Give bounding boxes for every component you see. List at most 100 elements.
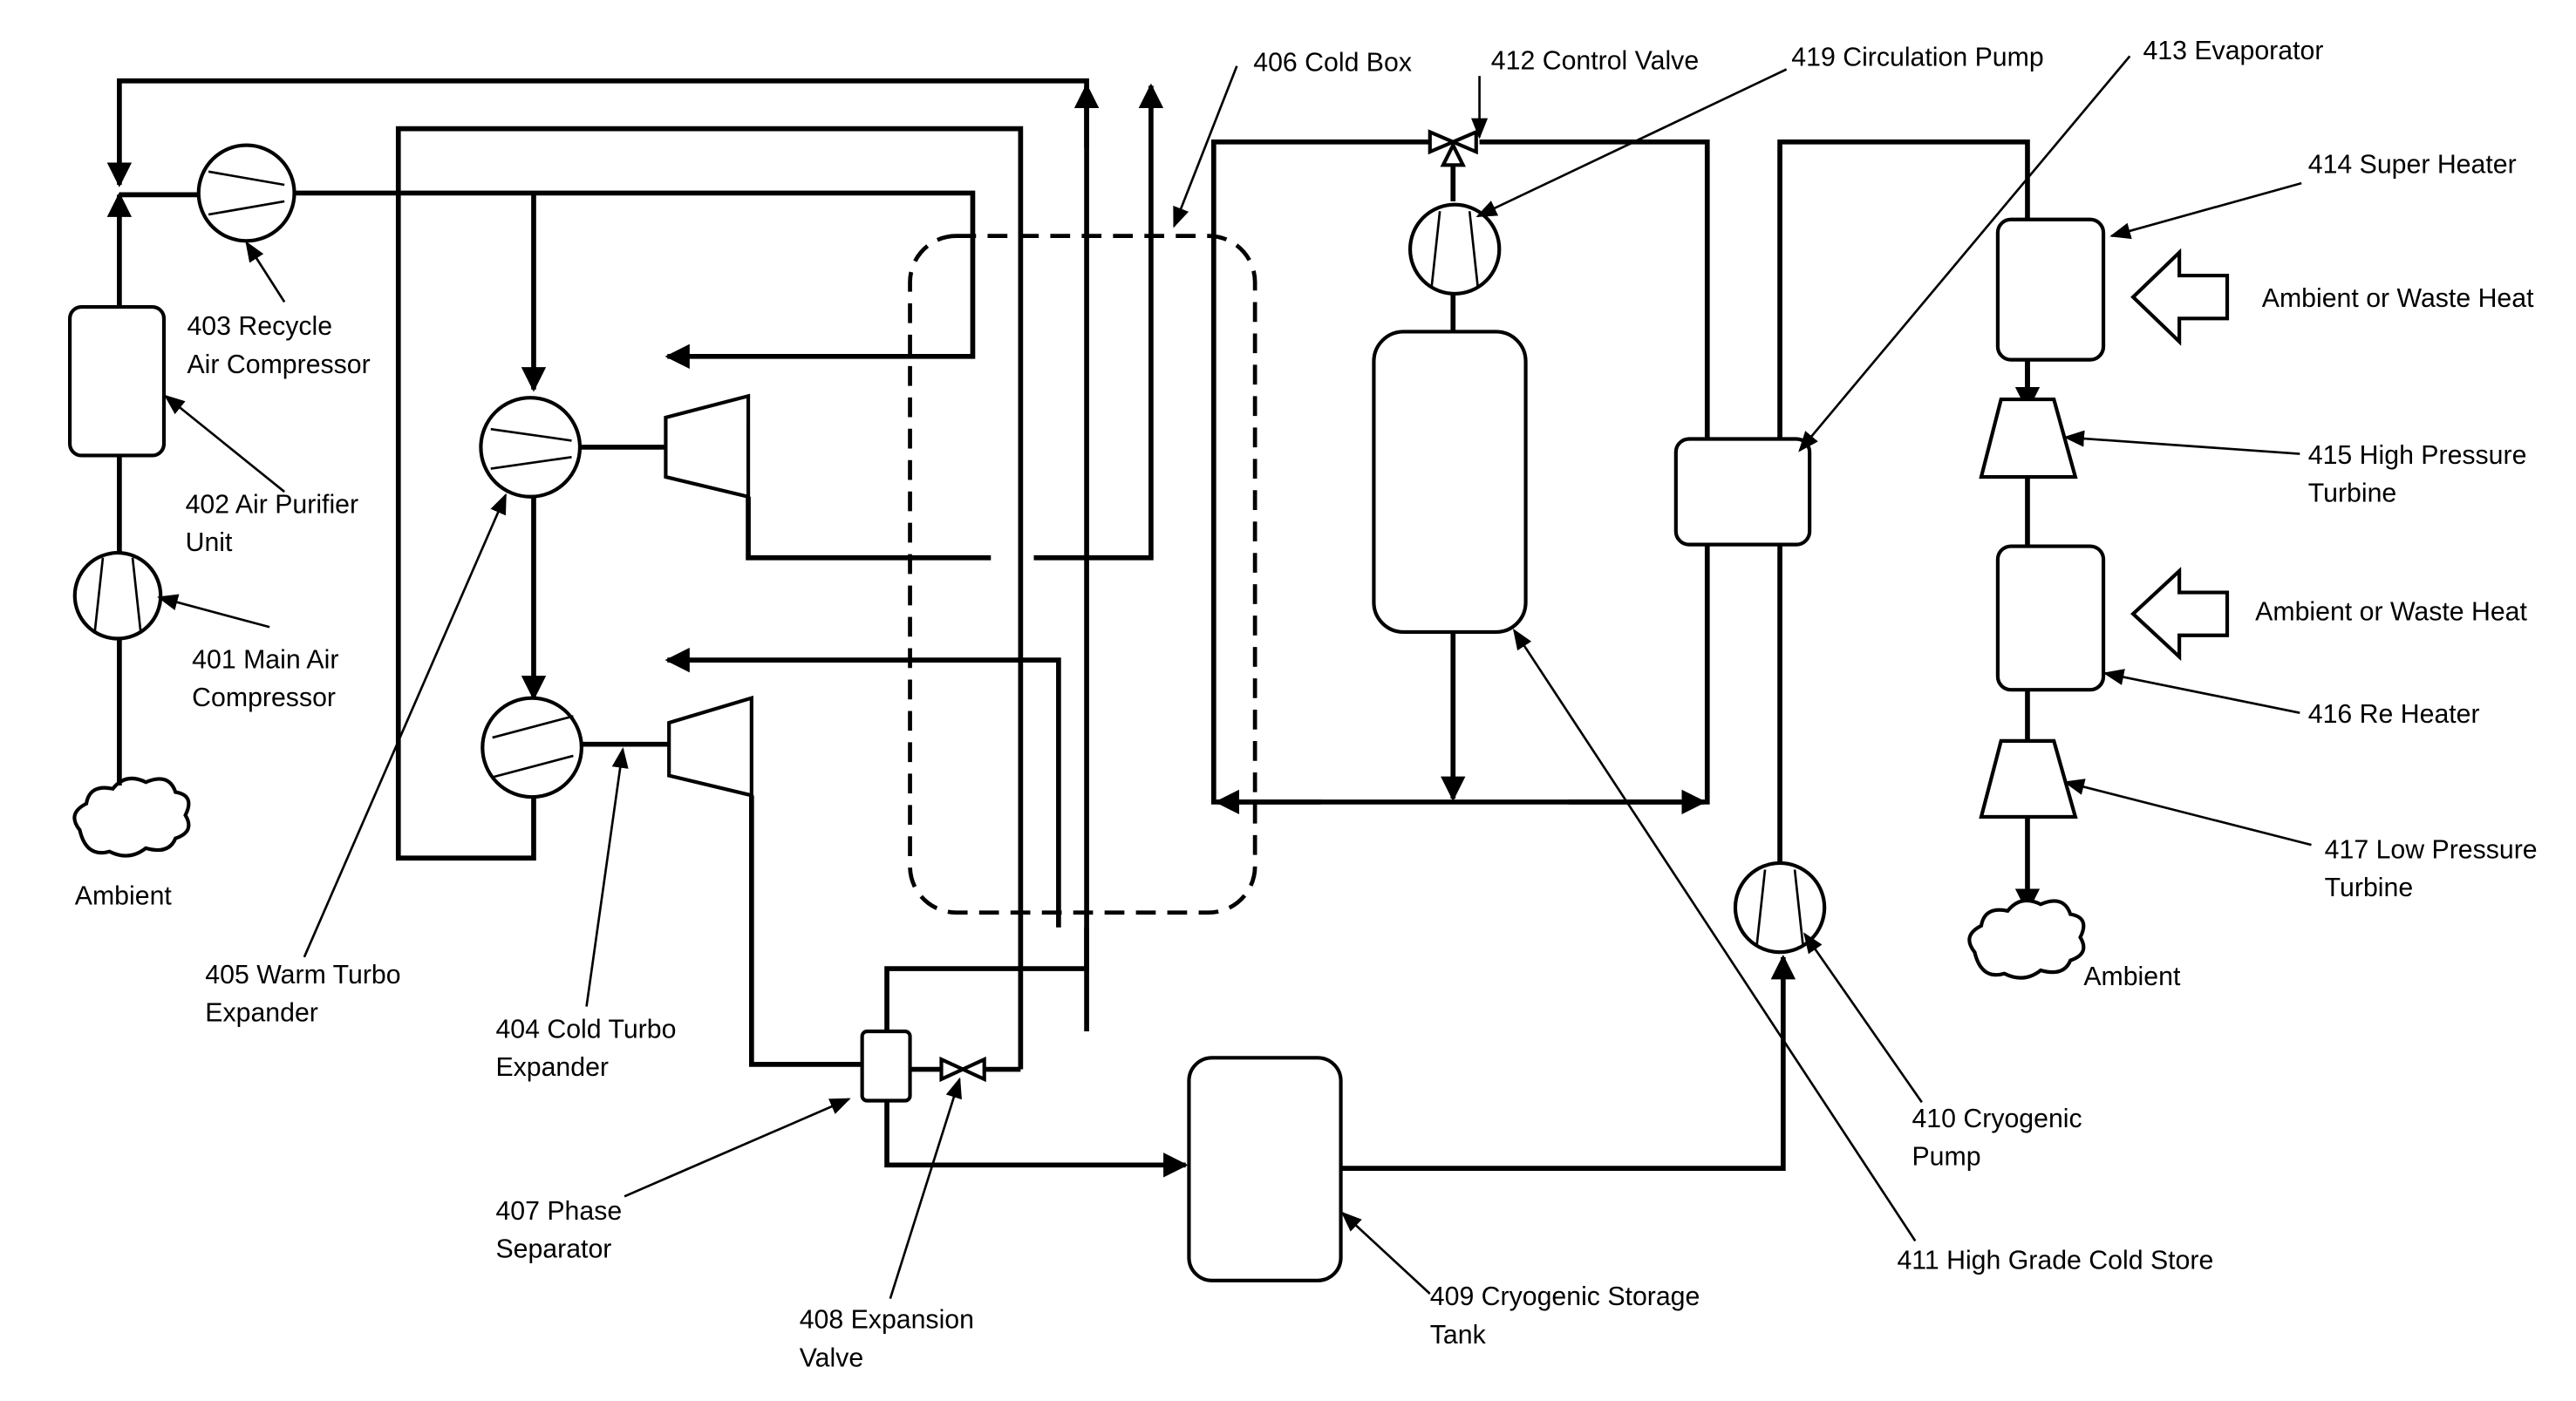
recycle-air-compressor-403	[199, 146, 295, 241]
cold-box-406	[910, 236, 1256, 913]
pipe-cold-expander-inlet	[667, 660, 1059, 928]
label-410: 410 CryogenicPump	[1912, 1105, 2082, 1172]
pipe-separator-vapour-return	[887, 928, 1087, 1031]
label-line: 417 Low Pressure	[2325, 835, 2538, 864]
label-409: 409 Cryogenic StorageTank	[1430, 1282, 1700, 1350]
label-line: Turbine	[2325, 874, 2414, 902]
low-pressure-turbine-417	[1981, 741, 2075, 817]
evaporator-413	[1676, 439, 1809, 544]
label-407: 407 PhaseSeparator	[495, 1197, 622, 1264]
label-line: 411 High Grade Cold Store	[1897, 1247, 2213, 1275]
label-419: 419 Circulation Pump	[1791, 44, 2043, 72]
leader-417	[2066, 782, 2312, 845]
label-line: Valve	[800, 1343, 863, 1372]
circulation-pump-419	[1410, 205, 1499, 294]
label-line: 414 Super Heater	[2308, 151, 2517, 180]
ambient-outlet-cloud	[1969, 901, 2083, 978]
label-line: Pump	[1912, 1142, 1980, 1171]
pipe-pump-to-evaporator	[1780, 142, 2027, 863]
label-411: 411 High Grade Cold Store	[1897, 1247, 2213, 1275]
leader-411	[1514, 630, 1915, 1241]
label-heat-superheater: Ambient or Waste Heat	[2262, 284, 2534, 313]
label-405: 405 Warm TurboExpander	[205, 961, 400, 1028]
leader-409	[1342, 1213, 1429, 1294]
leader-414	[2112, 183, 2302, 236]
leader-410	[1804, 934, 1921, 1102]
label-403: 403 RecycleAir Compressor	[187, 312, 370, 379]
label-line: Tank	[1430, 1321, 1487, 1350]
leader-415	[2066, 438, 2300, 454]
label-line: Ambient	[2083, 962, 2181, 991]
label-line: 405 Warm Turbo	[205, 961, 400, 990]
label-line: 413 Evaporator	[2143, 37, 2323, 65]
leader-403	[247, 242, 285, 302]
warm-booster-compressor-405	[480, 398, 580, 497]
label-line: Expander	[495, 1053, 609, 1082]
label-line: 419 Circulation Pump	[1791, 44, 2043, 72]
label-413: 413 Evaporator	[2143, 37, 2323, 65]
label-heat-reheater: Ambient or Waste Heat	[2255, 598, 2527, 627]
leader-405	[304, 495, 506, 957]
label-416: 416 Re Heater	[2308, 700, 2480, 729]
label-415: 415 High PressureTurbine	[2308, 441, 2527, 508]
label-line: Separator	[495, 1234, 611, 1263]
label-line: Ambient	[75, 881, 173, 910]
label-412: 412 Control Valve	[1491, 46, 1699, 75]
label-line: 408 Expansion	[800, 1306, 974, 1335]
cryogenic-pump-410	[1735, 863, 1824, 952]
label-ambient-inlet: Ambient	[75, 881, 173, 910]
control-valve-412	[1430, 132, 1476, 165]
leader-406	[1174, 66, 1237, 227]
air-purifier-unit-402	[70, 307, 164, 455]
high-grade-cold-store-411	[1373, 331, 1525, 631]
leader-408	[890, 1079, 959, 1299]
label-line: Expander	[205, 999, 318, 1028]
pipe-tank-to-cryogenic-pump	[1341, 957, 1783, 1168]
leader-416	[2105, 673, 2300, 712]
main-air-compressor-401	[75, 553, 160, 638]
label-406: 406 Cold Box	[1253, 48, 1412, 77]
label-line: 415 High Pressure	[2308, 441, 2527, 470]
expansion-valve-408	[942, 1059, 985, 1079]
leader-402	[166, 396, 284, 492]
label-line: 410 Cryogenic	[1912, 1105, 2082, 1133]
cold-booster-compressor-404	[482, 698, 582, 798]
leader-401	[159, 597, 269, 627]
pipe-left-recycle-loop	[399, 129, 1021, 1070]
cryogenic-storage-tank-409	[1189, 1058, 1340, 1281]
label-line: 412 Control Valve	[1491, 46, 1699, 75]
pipe-cold-expander-outlet	[752, 795, 861, 1064]
label-line: Ambient or Waste Heat	[2255, 598, 2527, 627]
label-402: 402 Air PurifierUnit	[186, 491, 359, 558]
label-408: 408 ExpansionValve	[800, 1306, 974, 1373]
label-line: Air Compressor	[187, 350, 370, 379]
heat-input-arrow-reheater	[2133, 571, 2227, 656]
label-line: Compressor	[192, 683, 336, 712]
label-line: 407 Phase	[495, 1197, 622, 1226]
label-line: 403 Recycle	[187, 312, 332, 341]
cold-turbo-expander-404	[669, 698, 752, 796]
label-line: 416 Re Heater	[2308, 700, 2480, 729]
label-line: 409 Cryogenic Storage	[1430, 1282, 1700, 1311]
label-line: Turbine	[2308, 479, 2396, 507]
ambient-inlet-cloud	[74, 779, 188, 856]
label-417: 417 Low PressureTurbine	[2325, 835, 2538, 902]
leader-407	[624, 1099, 848, 1197]
label-line: Ambient or Waste Heat	[2262, 284, 2534, 313]
pipe-separator-liquid-to-tank	[887, 1101, 1186, 1166]
label-line: Unit	[186, 528, 233, 557]
super-heater-414	[1998, 220, 2103, 360]
label-414: 414 Super Heater	[2308, 151, 2517, 180]
warm-turbo-expander-405	[665, 396, 748, 496]
label-line: 404 Cold Turbo	[495, 1016, 676, 1044]
leader-404	[587, 749, 624, 1006]
pipe-warm-expander-outlet	[748, 497, 991, 558]
re-heater-416	[1998, 547, 2103, 690]
label-401: 401 Main AirCompressor	[192, 646, 338, 713]
label-line: 406 Cold Box	[1253, 48, 1412, 77]
label-line: 401 Main Air	[192, 646, 338, 675]
phase-separator-407	[862, 1031, 910, 1100]
label-line: 402 Air Purifier	[186, 491, 359, 520]
label-ambient-outlet: Ambient	[2083, 962, 2181, 991]
